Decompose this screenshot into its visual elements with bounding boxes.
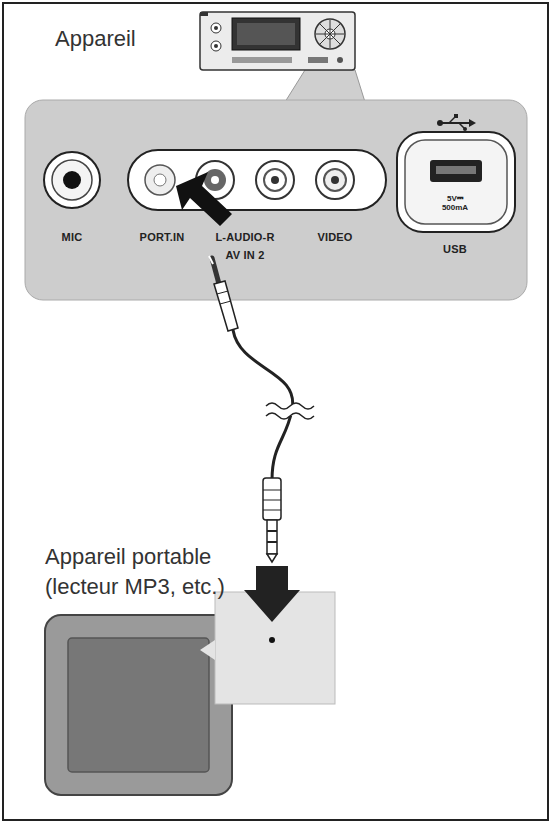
av-frame bbox=[128, 150, 386, 210]
cable bbox=[226, 300, 293, 540]
device-box: Appareil bbox=[40, 8, 190, 78]
usb-port bbox=[397, 114, 515, 232]
video-jack bbox=[316, 161, 354, 199]
port-in-jack bbox=[145, 165, 175, 195]
jack-panel bbox=[25, 100, 527, 300]
jack-label: L-AUDIO-R bbox=[215, 231, 274, 243]
jack-label: VIDEO bbox=[317, 231, 352, 243]
device-label: Appareil portable (lecteur MP3, etc.) bbox=[45, 542, 250, 601]
pointer-arrow bbox=[176, 172, 232, 226]
plug-top bbox=[209, 256, 238, 331]
jack-label: USB bbox=[443, 243, 467, 255]
cable-break bbox=[266, 403, 314, 419]
mic-jack bbox=[44, 152, 100, 208]
portable-device-box: Appareil portable (lecteur MP3, etc.) bbox=[40, 540, 255, 606]
frame bbox=[3, 3, 548, 820]
pointer-arrow bbox=[244, 566, 300, 622]
portable-device bbox=[45, 615, 232, 795]
device-illustration bbox=[200, 12, 355, 70]
jack-panel-box: MIC PORT.IN L-AUDIO-R VIDEO AV IN 2 USB 5V⎓ 50… bbox=[25, 100, 527, 300]
zoom-callout bbox=[285, 70, 365, 102]
jack-label: 5V⎓ 500mA bbox=[434, 194, 476, 212]
device-label: Appareil bbox=[55, 24, 136, 54]
jack-label: PORT.IN bbox=[140, 231, 185, 243]
jack-label: AV IN 2 bbox=[225, 249, 264, 261]
plug-bottom bbox=[263, 478, 281, 562]
audio-r-jack bbox=[256, 161, 294, 199]
jack-label: MIC bbox=[62, 231, 83, 243]
